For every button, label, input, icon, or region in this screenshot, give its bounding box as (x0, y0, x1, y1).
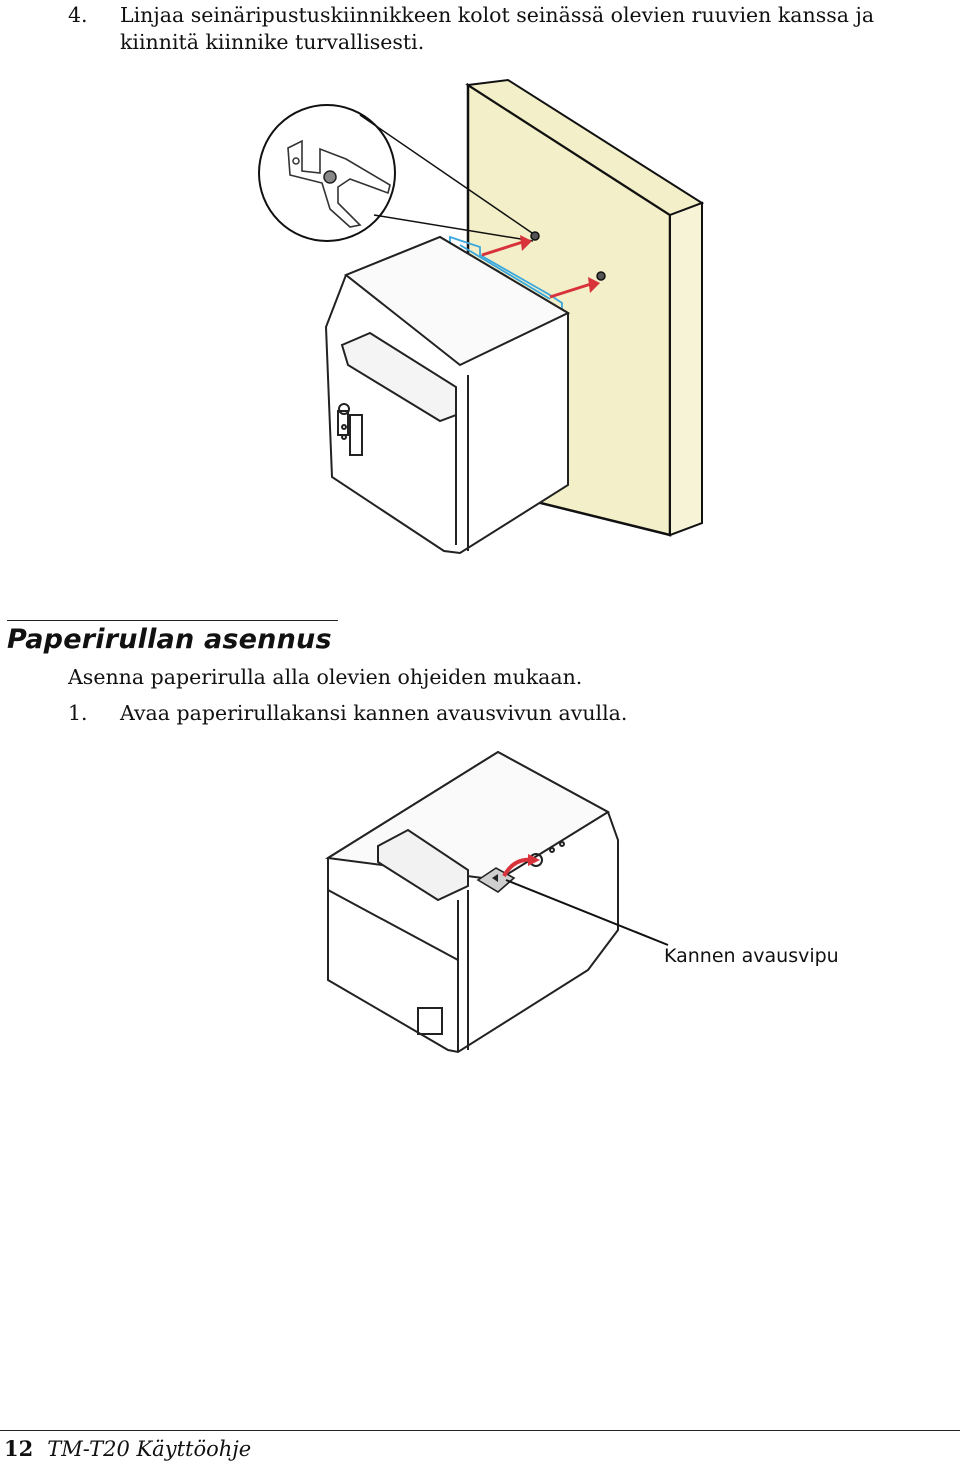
step-text: Avaa paperirullakansi kannen avausvivun … (120, 701, 628, 725)
cover-lever-illustration (325, 750, 669, 1054)
screw (530, 231, 540, 241)
section-intro: Asenna paperirulla alla olevien ohjeiden… (68, 665, 583, 689)
callout-leader (505, 879, 669, 946)
step-number: 4. (68, 3, 88, 27)
heading-rule (7, 620, 338, 621)
screw (596, 271, 606, 281)
step-number: 1. (68, 701, 88, 725)
direction-arrow (481, 239, 595, 299)
wall-mount-illustration (258, 78, 705, 555)
lever-callout-label: Kannen avausvipu (664, 945, 839, 967)
printer (325, 750, 619, 1054)
page-footer: 12 TM-T20 Käyttöohje (4, 1436, 251, 1461)
document-title: TM-T20 Käyttöohje (47, 1437, 252, 1461)
triangle-icon (492, 874, 498, 882)
section-heading: Paperirullan asennus (7, 624, 332, 655)
footer-rule (0, 1430, 960, 1431)
page-number: 12 (4, 1436, 34, 1461)
step-text: Linjaa seinäripustuskiinnikkeen kolot se… (120, 3, 875, 54)
printer (324, 235, 571, 555)
